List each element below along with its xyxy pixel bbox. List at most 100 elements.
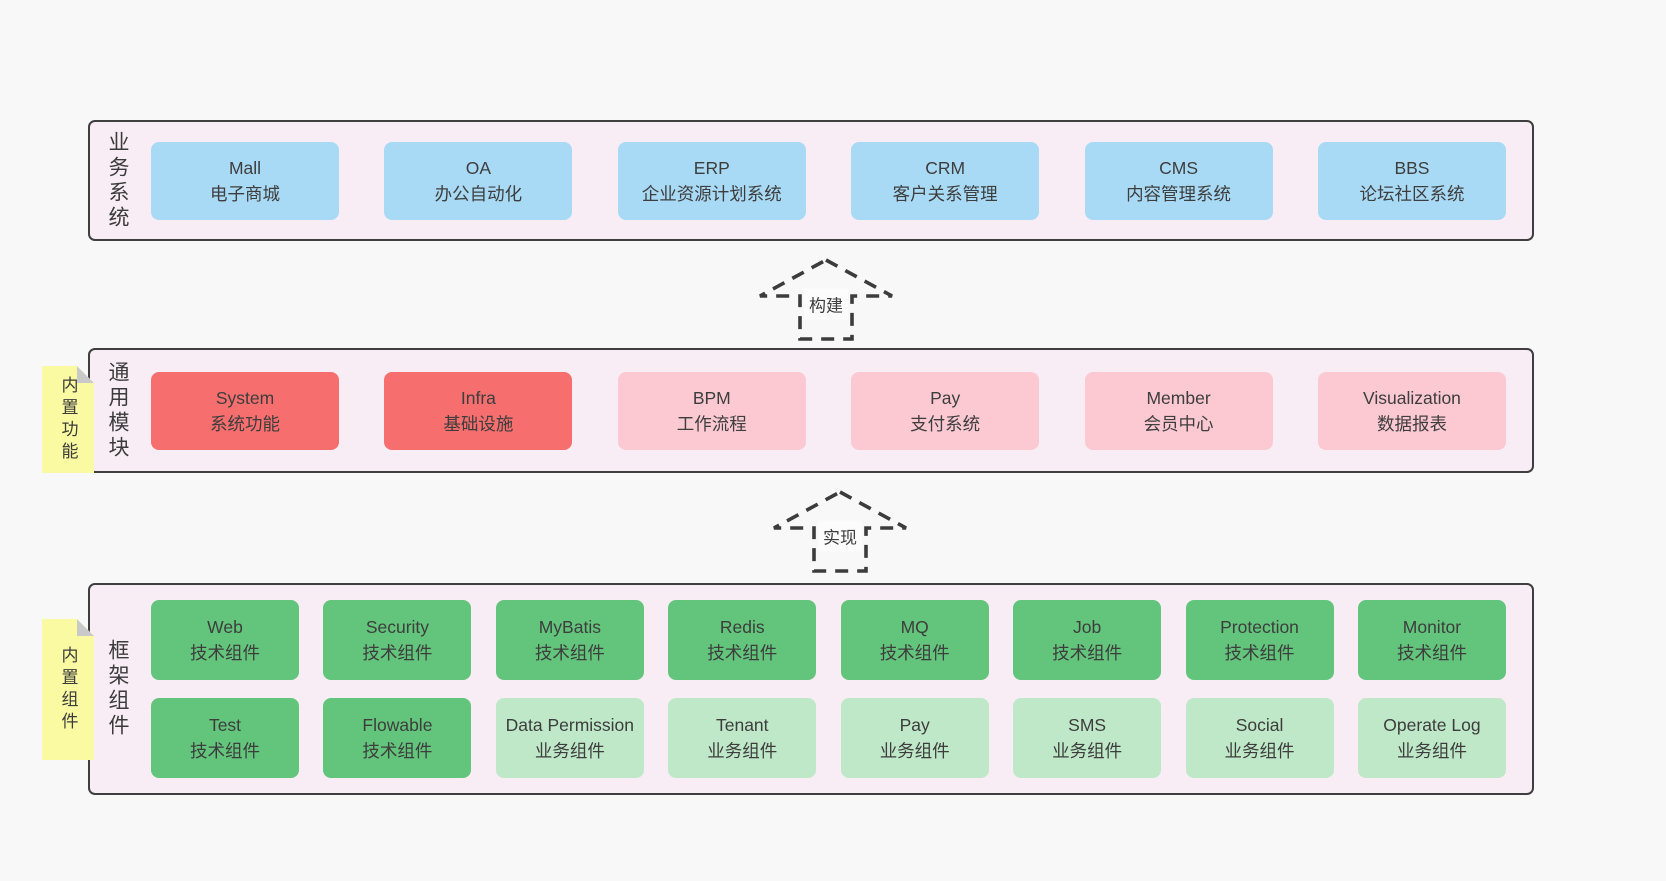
box-subtitle: 技术组件 bbox=[362, 741, 433, 761]
box-subtitle: 基础设施 bbox=[443, 413, 514, 434]
layer-label-modules: 通用模块 bbox=[106, 360, 129, 461]
box-title: Web bbox=[207, 617, 243, 637]
box-subtitle: 业务组件 bbox=[1052, 741, 1123, 761]
module-box-data-permission: Data Permission 业务组件 bbox=[495, 698, 644, 778]
box-title: Tenant bbox=[715, 715, 769, 735]
module-box-system: System 系统功能 bbox=[151, 371, 339, 450]
module-box-sms: SMS 业务组件 bbox=[1013, 698, 1162, 778]
box-subtitle: 内容管理系统 bbox=[1126, 183, 1232, 204]
box-subtitle: 业务组件 bbox=[879, 741, 950, 761]
box-subtitle: 技术组件 bbox=[879, 643, 950, 663]
sticky-note-text: 内置功能 bbox=[58, 375, 78, 464]
module-box-job: Job 技术组件 bbox=[1013, 600, 1162, 680]
module-box-social: Social 业务组件 bbox=[1185, 698, 1334, 778]
box-title: Redis bbox=[719, 617, 765, 637]
module-box-crm: CRM 客户关系管理 bbox=[851, 141, 1040, 220]
box-title: BPM bbox=[692, 387, 731, 408]
box-title: Test bbox=[208, 715, 242, 735]
box-subtitle: 论坛社区系统 bbox=[1359, 183, 1465, 204]
box-title: Job bbox=[1073, 617, 1102, 637]
module-box-monitor: Monitor 技术组件 bbox=[1357, 600, 1506, 680]
box-title: SMS bbox=[1068, 715, 1107, 735]
implement-arrow-label: 实现 bbox=[818, 520, 862, 552]
box-subtitle: 业务组件 bbox=[707, 741, 778, 761]
module-box-visualization: Visualization 数据报表 bbox=[1317, 371, 1506, 450]
up-arrow-icon bbox=[759, 257, 893, 341]
module-box-erp: ERP 企业资源计划系统 bbox=[617, 141, 806, 220]
box-title: Data Permission bbox=[505, 715, 635, 735]
box-title: Flowable bbox=[362, 715, 433, 735]
box-subtitle: 技术组件 bbox=[1396, 643, 1467, 663]
box-subtitle: 企业资源计划系统 bbox=[641, 183, 782, 204]
module-box-tenant: Tenant 业务组件 bbox=[668, 698, 817, 778]
box-subtitle: 支付系统 bbox=[910, 413, 981, 434]
sticky-note-builtin-functions: 内置功能 bbox=[42, 366, 94, 473]
implement-arrow: 实现 bbox=[770, 487, 910, 575]
box-title: MQ bbox=[900, 617, 929, 637]
module-box-pay: Pay 业务组件 bbox=[840, 698, 989, 778]
module-box-member: Member 会员中心 bbox=[1084, 371, 1273, 450]
box-title: Protection bbox=[1220, 617, 1299, 637]
box-subtitle: 数据报表 bbox=[1376, 413, 1447, 434]
box-title: Member bbox=[1146, 387, 1211, 408]
module-boxes: System 系统功能 Infra 基础设施 BPM 工作流程 Pay 支付系统 Member 会… bbox=[147, 350, 1532, 471]
box-subtitle: 技术组件 bbox=[534, 643, 605, 663]
box-subtitle: 办公自动化 bbox=[434, 183, 523, 204]
box-subtitle: 技术组件 bbox=[362, 643, 433, 663]
box-subtitle: 技术组件 bbox=[1052, 643, 1123, 663]
box-subtitle: 客户关系管理 bbox=[892, 183, 998, 204]
box-row: System 系统功能 Infra 基础设施 BPM 工作流程 Pay 支付系统 Member 会… bbox=[151, 371, 1506, 450]
box-subtitle: 业务组件 bbox=[534, 741, 605, 761]
layer-label-components: 框架组件 bbox=[106, 639, 129, 739]
box-subtitle: 会员中心 bbox=[1143, 413, 1214, 434]
build-arrow: 构建 bbox=[756, 255, 896, 343]
box-subtitle: 工作流程 bbox=[676, 413, 747, 434]
module-box-infra: Infra 基础设施 bbox=[384, 371, 573, 450]
module-box-flowable: Flowable 技术组件 bbox=[323, 698, 472, 778]
box-title: Infra bbox=[460, 387, 496, 408]
up-arrow-icon bbox=[773, 489, 907, 573]
box-title: Mall bbox=[228, 157, 262, 178]
box-subtitle: 技术组件 bbox=[190, 643, 260, 663]
sticky-note-text: 内置组件 bbox=[58, 645, 78, 734]
module-box-redis: Redis 技术组件 bbox=[668, 600, 817, 680]
box-subtitle: 业务组件 bbox=[1396, 741, 1467, 761]
box-title: Social bbox=[1235, 715, 1284, 735]
box-title: OA bbox=[465, 157, 492, 178]
module-box-bpm: BPM 工作流程 bbox=[617, 371, 806, 450]
module-box-security: Security 技术组件 bbox=[323, 600, 472, 680]
box-title: Pay bbox=[899, 715, 930, 735]
module-box-cms: CMS 内容管理系统 bbox=[1084, 141, 1273, 220]
box-subtitle: 系统功能 bbox=[210, 413, 280, 434]
module-box-mq: MQ 技术组件 bbox=[840, 600, 989, 680]
module-box-pay: Pay 支付系统 bbox=[851, 371, 1040, 450]
box-title: CRM bbox=[925, 157, 966, 178]
box-title: Visualization bbox=[1362, 387, 1461, 408]
box-subtitle: 技术组件 bbox=[707, 643, 778, 663]
box-title: Pay bbox=[930, 387, 961, 408]
box-title: System bbox=[215, 387, 275, 408]
sticky-note-builtin-components: 内置组件 bbox=[42, 619, 94, 760]
box-title: MyBatis bbox=[538, 617, 601, 637]
box-title: ERP bbox=[693, 157, 730, 178]
box-title: CMS bbox=[1159, 157, 1198, 178]
module-box-web: Web 技术组件 bbox=[151, 600, 299, 680]
box-subtitle: 业务组件 bbox=[1224, 741, 1295, 761]
module-box-oa: OA 办公自动化 bbox=[384, 141, 573, 220]
box-title: Monitor bbox=[1402, 617, 1462, 637]
box-title: Security bbox=[365, 617, 430, 637]
module-box-mybatis: MyBatis 技术组件 bbox=[495, 600, 644, 680]
